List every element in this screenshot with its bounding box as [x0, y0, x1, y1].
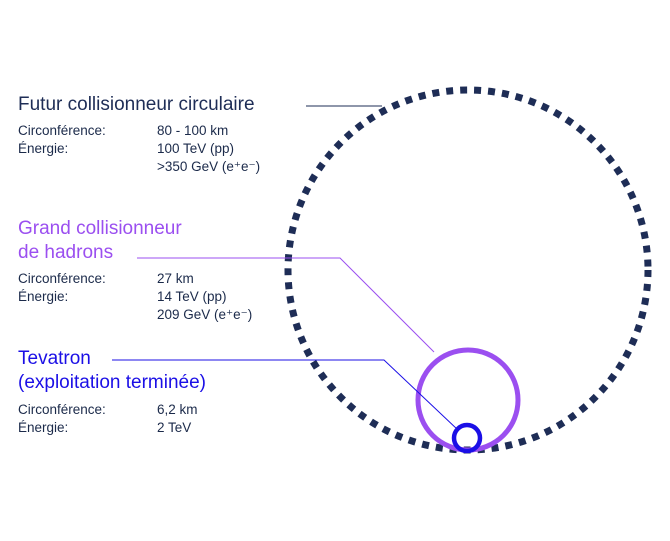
lhc-ring	[415, 347, 521, 453]
lhc-title-line: Grand collisionneur	[18, 218, 182, 239]
lhc-row: 209 GeV (e⁺e⁻)	[18, 306, 252, 324]
fcc-energy-label: Énergie:	[18, 141, 69, 156]
fcc-circumference-value: 80 - 100 km	[157, 123, 229, 138]
fcc-title: Futur collisionneur circulaire	[18, 93, 260, 117]
lhc-circumference-value: 27 km	[157, 271, 194, 286]
tevatron-row: Énergie: 2 TeV	[18, 419, 206, 437]
lhc-energy-value: 14 TeV (pp)	[157, 289, 227, 304]
lhc-energy-label: Énergie:	[18, 289, 69, 304]
lhc-info: Grand collisionneur de hadrons Circonfér…	[18, 217, 252, 324]
fcc-circumference-label: Circonférence:	[18, 123, 106, 138]
tevatron-circumference-label: Circonférence:	[18, 402, 106, 417]
tevatron-leader-line	[112, 359, 459, 431]
lhc-leader-line	[137, 257, 435, 353]
tevatron-info: Tevatron (exploitation terminée) Circonf…	[18, 347, 206, 437]
fcc-energy-value: 100 TeV (pp)	[157, 141, 235, 156]
lhc-row: Énergie: 14 TeV (pp)	[18, 288, 252, 306]
fcc-row: >350 GeV (e⁺e⁻)	[18, 158, 260, 176]
tevatron-title: Tevatron (exploitation terminée)	[18, 347, 206, 395]
fcc-energy-value-ee: >350 GeV (e⁺e⁻)	[157, 159, 261, 174]
tevatron-energy-value: 2 TeV	[157, 420, 192, 435]
lhc-row: Circonférence: 27 km	[18, 270, 252, 288]
tevatron-title-line: Tevatron	[18, 348, 91, 369]
fcc-row: Circonférence: 80 - 100 km	[18, 122, 260, 140]
fcc-info: Futur collisionneur circulaire Circonfér…	[18, 93, 260, 176]
lhc-title-line: de hadrons	[18, 242, 114, 263]
fcc-row: Énergie: 100 TeV (pp)	[18, 140, 260, 158]
lhc-energy-value-ee: 209 GeV (e⁺e⁻)	[157, 307, 253, 322]
tevatron-row: Circonférence: 6,2 km	[18, 401, 206, 419]
tevatron-ring	[451, 422, 483, 454]
lhc-energy-label-extra	[18, 306, 157, 324]
lhc-title: Grand collisionneur de hadrons	[18, 217, 252, 265]
tevatron-title-line: (exploitation terminée)	[18, 372, 206, 393]
lhc-circumference-label: Circonférence:	[18, 271, 106, 286]
fcc-ring	[284, 86, 652, 454]
fcc-energy-label-extra	[18, 158, 157, 176]
tevatron-energy-label: Énergie:	[18, 420, 69, 435]
fcc-title-line: Futur collisionneur circulaire	[18, 94, 255, 115]
tevatron-circumference-value: 6,2 km	[157, 402, 198, 417]
